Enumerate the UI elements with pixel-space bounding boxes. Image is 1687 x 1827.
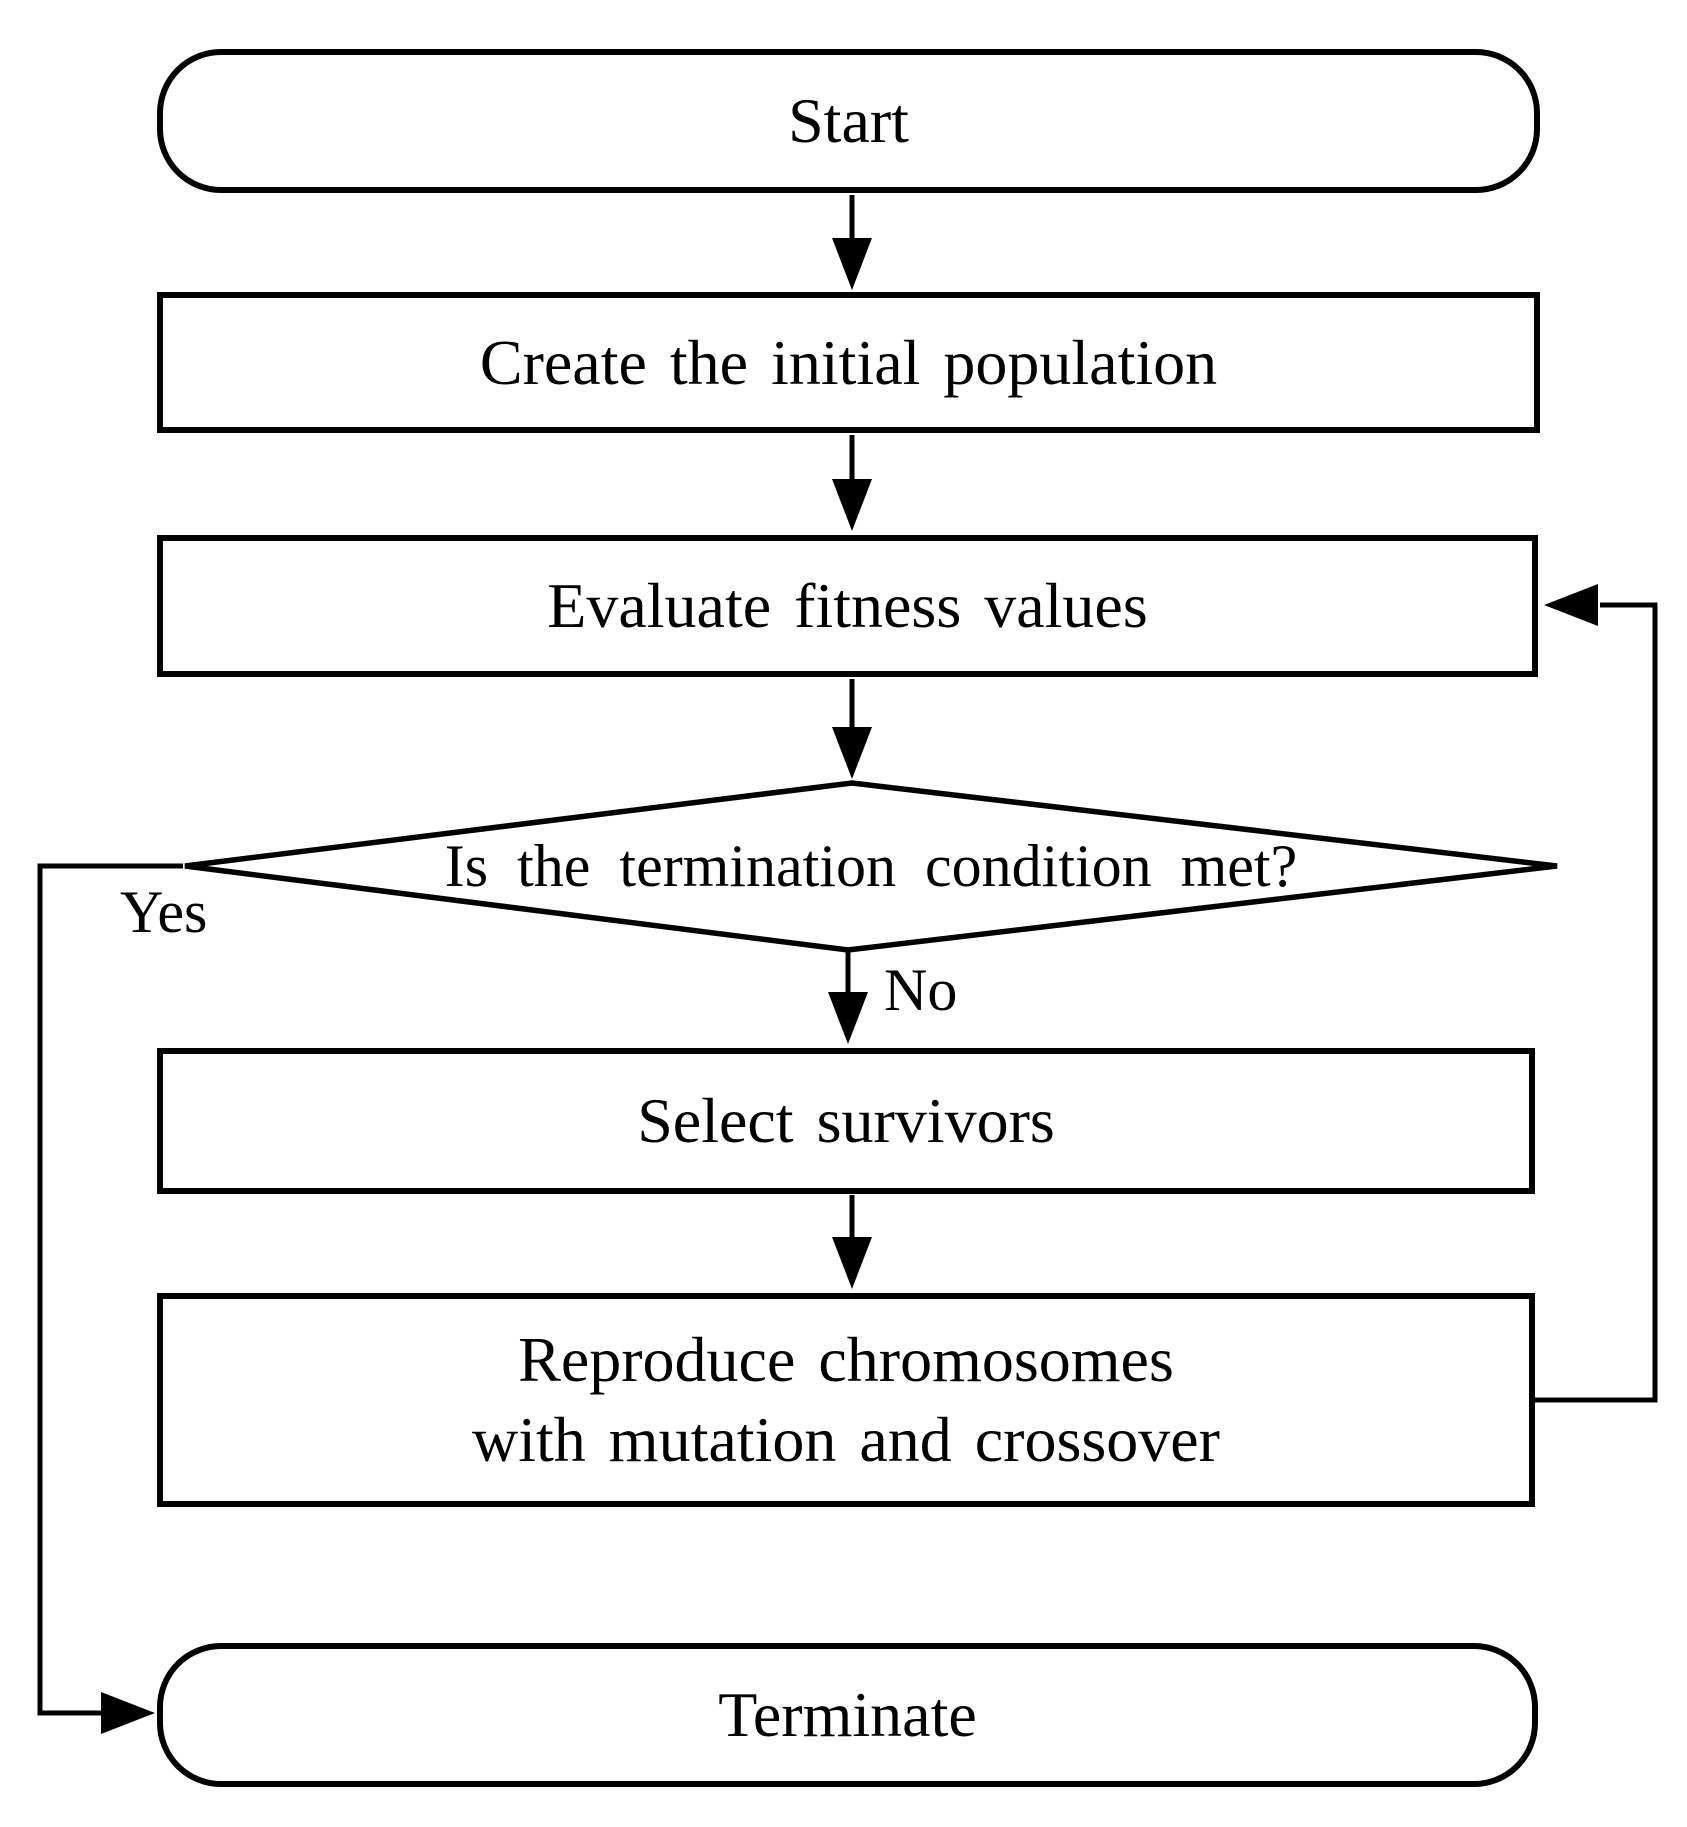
node-reproduce-label: Reproduce chromosomes with mutation and … bbox=[472, 1320, 1220, 1480]
feedback-loop-reproduce-to-evaluate bbox=[1535, 584, 1658, 1403]
node-select-survivors: Select survivors bbox=[157, 1048, 1535, 1194]
node-terminate-label: Terminate bbox=[718, 1679, 977, 1750]
node-create-initial-population: Create the initial population bbox=[157, 292, 1540, 433]
node-evaluate-fitness: Evaluate fitness values bbox=[157, 535, 1538, 677]
node-reproduce-line2: with mutation and crossover bbox=[472, 1404, 1220, 1475]
arrow-select-to-reproduce bbox=[832, 1195, 872, 1289]
node-start: Start bbox=[157, 49, 1540, 193]
arrow-no-to-select bbox=[828, 948, 868, 1044]
arrow-evaluate-to-decision bbox=[832, 679, 872, 779]
node-create-label: Create the initial population bbox=[479, 326, 1218, 398]
node-termination-check-label: Is the termination condition met? bbox=[444, 833, 1298, 899]
node-select-label: Select survivors bbox=[637, 1085, 1055, 1156]
node-evaluate-label: Evaluate fitness values bbox=[547, 570, 1148, 641]
edge-label-yes: Yes bbox=[120, 879, 208, 945]
node-start-label: Start bbox=[788, 85, 909, 156]
arrow-create-to-evaluate bbox=[832, 435, 872, 531]
edge-label-no: No bbox=[884, 957, 958, 1023]
node-reproduce-chromosomes: Reproduce chromosomes with mutation and … bbox=[157, 1293, 1535, 1507]
node-terminate: Terminate bbox=[157, 1643, 1538, 1787]
yes-path-decision-to-terminate bbox=[37, 863, 183, 1734]
node-reproduce-line1: Reproduce chromosomes bbox=[518, 1324, 1174, 1395]
node-termination-check: Is the termination condition met? bbox=[185, 783, 1557, 950]
arrow-start-to-create bbox=[832, 195, 872, 290]
